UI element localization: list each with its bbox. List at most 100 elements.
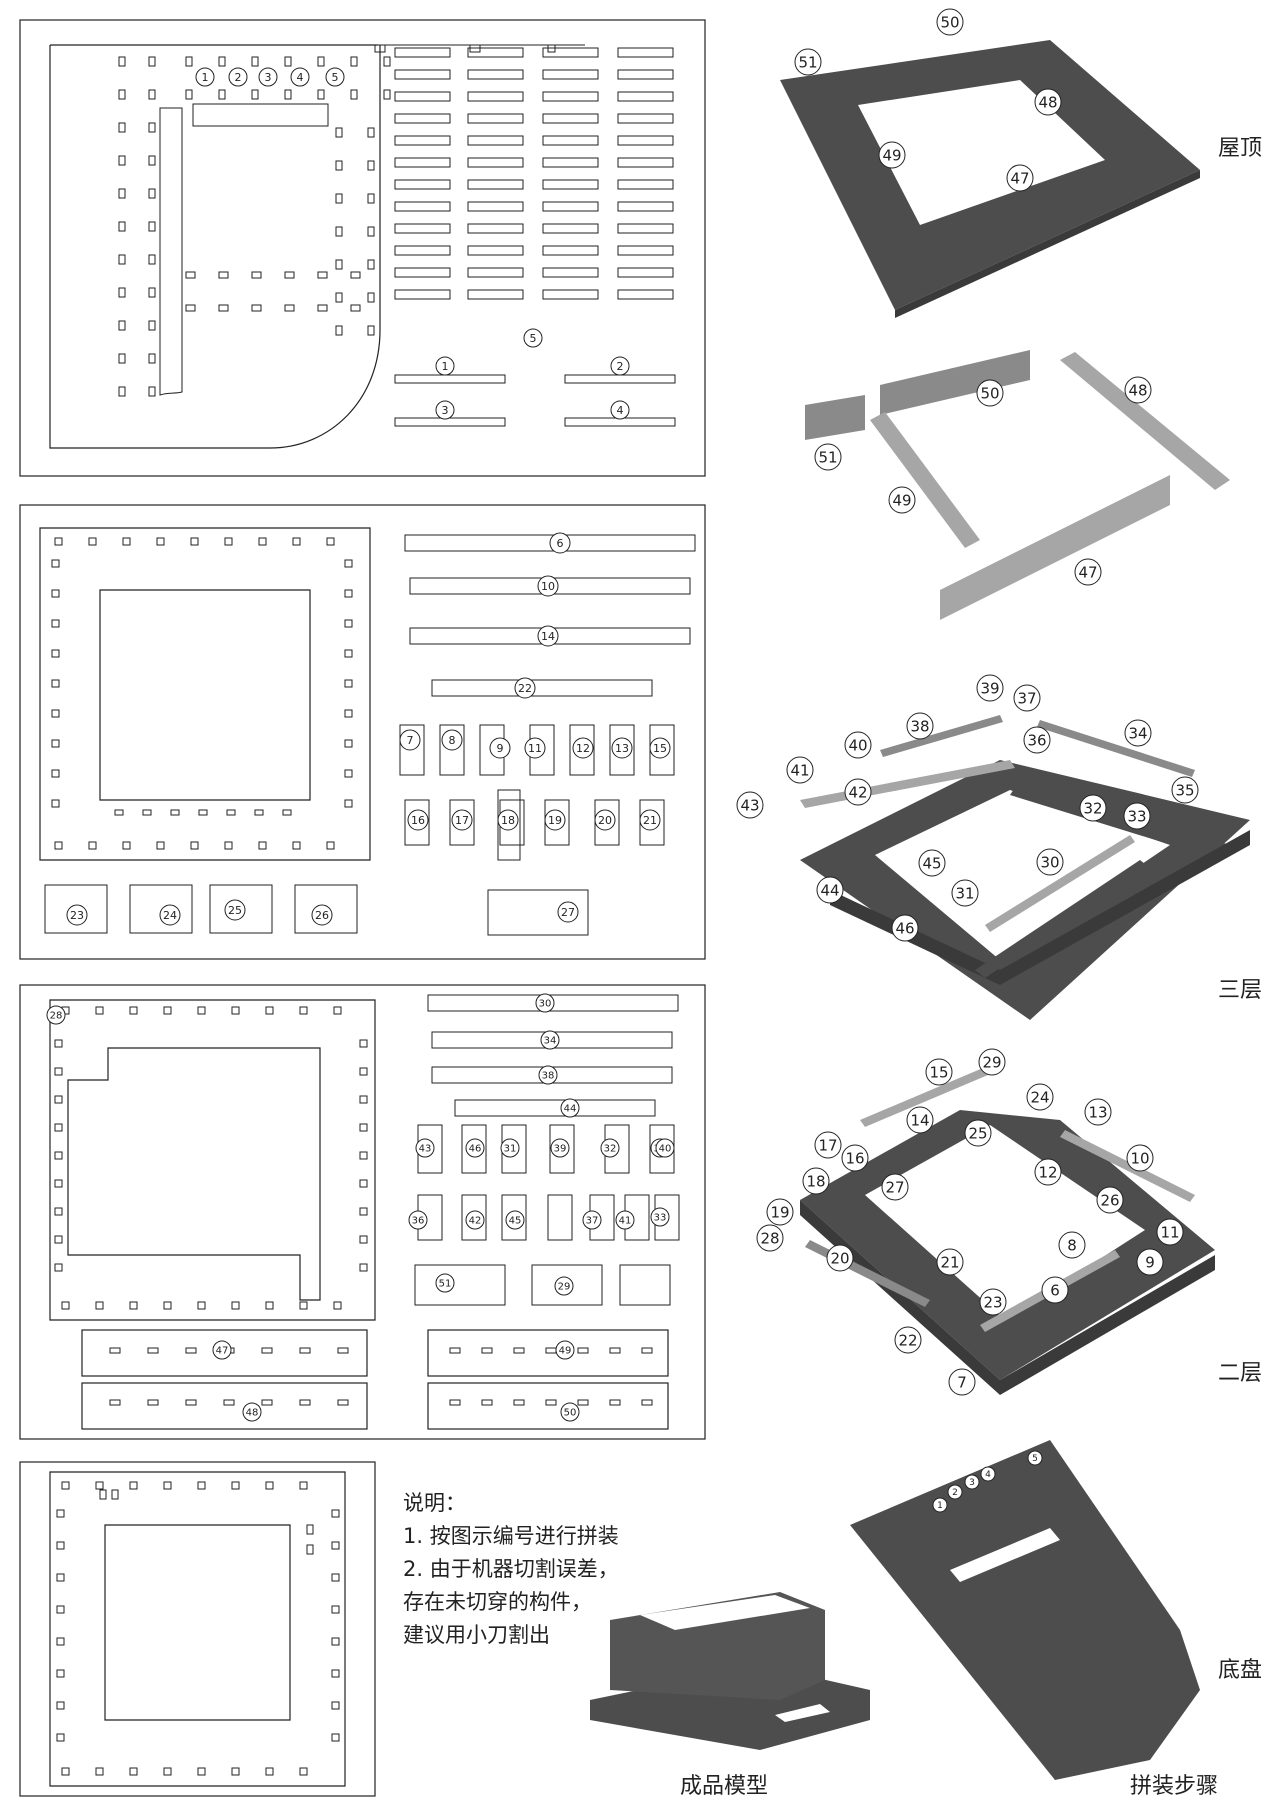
part-number-label: 14 xyxy=(537,625,559,647)
part-number-label: 2 xyxy=(947,1484,963,1500)
svg-text:18: 18 xyxy=(806,1172,825,1190)
svg-text:51: 51 xyxy=(818,448,837,466)
svg-text:10: 10 xyxy=(1130,1149,1149,1167)
part-number-label: 24 xyxy=(159,904,181,926)
svg-text:29: 29 xyxy=(982,1053,1001,1071)
svg-text:40: 40 xyxy=(848,736,867,754)
svg-text:43: 43 xyxy=(740,796,759,814)
part-number-label: 47 xyxy=(212,1340,232,1360)
svg-text:34: 34 xyxy=(544,1036,557,1047)
svg-text:6: 6 xyxy=(557,537,564,550)
part-number-label: 3 xyxy=(435,400,455,420)
part-number-label: 27 xyxy=(881,1173,909,1201)
part-number-label: 28 xyxy=(756,1224,784,1252)
svg-text:27: 27 xyxy=(885,1178,904,1196)
svg-text:20: 20 xyxy=(830,1249,849,1267)
svg-text:24: 24 xyxy=(1030,1088,1049,1106)
part-number-label: 9 xyxy=(1136,1248,1164,1276)
svg-text:40: 40 xyxy=(659,1144,672,1155)
roof-exploded xyxy=(805,350,1230,620)
part-number-label: 50 xyxy=(560,1402,580,1422)
part-number-label: 43 xyxy=(736,791,764,819)
part-number-label: 43 xyxy=(415,1138,435,1158)
instructions-heading: 说明： xyxy=(403,1491,466,1515)
svg-text:31: 31 xyxy=(955,884,974,902)
svg-text:3: 3 xyxy=(265,71,272,84)
part-number-label: 41 xyxy=(615,1210,635,1230)
svg-text:23: 23 xyxy=(983,1293,1002,1311)
base-assembled xyxy=(850,1440,1200,1780)
part-number-label: 31 xyxy=(500,1138,520,1158)
part-number-label: 27 xyxy=(557,901,579,923)
part-number-label: 1 xyxy=(932,1497,948,1513)
part-number-label: 51 xyxy=(794,48,822,76)
part-number-label: 47 xyxy=(1006,164,1034,192)
svg-text:24: 24 xyxy=(163,909,177,922)
part-number-label: 11 xyxy=(1156,1218,1184,1246)
svg-text:16: 16 xyxy=(845,1149,864,1167)
part-number-label: 24 xyxy=(1026,1083,1054,1111)
svg-text:4: 4 xyxy=(617,404,624,417)
svg-text:30: 30 xyxy=(1040,853,1059,871)
part-number-label: 51 xyxy=(814,443,842,471)
part-number-label: 5 xyxy=(1027,1450,1043,1466)
roof-assembled xyxy=(780,40,1200,318)
svg-text:28: 28 xyxy=(50,1011,63,1022)
cut-sheet-base xyxy=(19,19,706,477)
instructions-note: 说明： 1. 按图示编号进行拼装 2. 由于机器切割误差， 存在未切穿的构件， … xyxy=(403,1487,619,1652)
svg-text:50: 50 xyxy=(980,384,999,402)
part-number-label: 38 xyxy=(906,712,934,740)
part-number-label: 16 xyxy=(841,1144,869,1172)
svg-text:34: 34 xyxy=(1128,724,1147,742)
part-number-label: 12 xyxy=(572,737,594,759)
part-number-label: 18 xyxy=(497,809,519,831)
svg-text:49: 49 xyxy=(559,1346,572,1357)
part-number-label: 35 xyxy=(1171,776,1199,804)
svg-text:3: 3 xyxy=(969,1478,975,1488)
part-number-label: 44 xyxy=(560,1098,580,1118)
svg-text:21: 21 xyxy=(940,1253,959,1271)
part-number-label: 49 xyxy=(555,1340,575,1360)
svg-text:39: 39 xyxy=(554,1144,567,1155)
part-number-label: 19 xyxy=(544,809,566,831)
svg-text:11: 11 xyxy=(1160,1223,1179,1241)
svg-text:51: 51 xyxy=(798,53,817,71)
part-number-label: 41 xyxy=(786,756,814,784)
part-number-label: 4 xyxy=(610,400,630,420)
part-number-label: 30 xyxy=(1036,848,1064,876)
svg-text:1: 1 xyxy=(937,1501,943,1511)
svg-text:5: 5 xyxy=(530,332,537,345)
part-number-label: 48 xyxy=(242,1402,262,1422)
svg-text:26: 26 xyxy=(315,909,329,922)
part-number-label: 50 xyxy=(936,8,964,36)
part-number-label: 25 xyxy=(224,899,246,921)
svg-text:1: 1 xyxy=(442,360,449,373)
caption-third-floor: 三层 xyxy=(1218,978,1263,1003)
part-number-label: 42 xyxy=(844,778,872,806)
svg-text:17: 17 xyxy=(818,1136,837,1154)
part-number-label: 51 xyxy=(435,1273,455,1293)
svg-text:46: 46 xyxy=(895,919,914,937)
svg-text:32: 32 xyxy=(604,1144,617,1155)
part-number-label: 6 xyxy=(549,532,571,554)
part-number-label: 36 xyxy=(1023,726,1051,754)
svg-text:19: 19 xyxy=(770,1203,789,1221)
part-number-label: 10 xyxy=(537,575,559,597)
svg-text:44: 44 xyxy=(564,1104,577,1115)
part-number-label: 22 xyxy=(514,677,536,699)
part-number-label: 6 xyxy=(1041,1276,1069,1304)
svg-text:30: 30 xyxy=(539,999,552,1010)
svg-text:46: 46 xyxy=(469,1144,482,1155)
part-number-label: 7 xyxy=(399,729,421,751)
svg-text:42: 42 xyxy=(469,1216,482,1227)
part-number-label: 2 xyxy=(228,67,248,87)
svg-text:15: 15 xyxy=(653,742,667,755)
svg-text:43: 43 xyxy=(419,1144,432,1155)
svg-text:49: 49 xyxy=(882,146,901,164)
part-number-label: 11 xyxy=(524,737,546,759)
svg-text:16: 16 xyxy=(411,814,425,827)
part-number-label: 20 xyxy=(826,1244,854,1272)
caption-base: 底盘 xyxy=(1218,1658,1263,1683)
second-floor-assembled xyxy=(800,1065,1215,1395)
